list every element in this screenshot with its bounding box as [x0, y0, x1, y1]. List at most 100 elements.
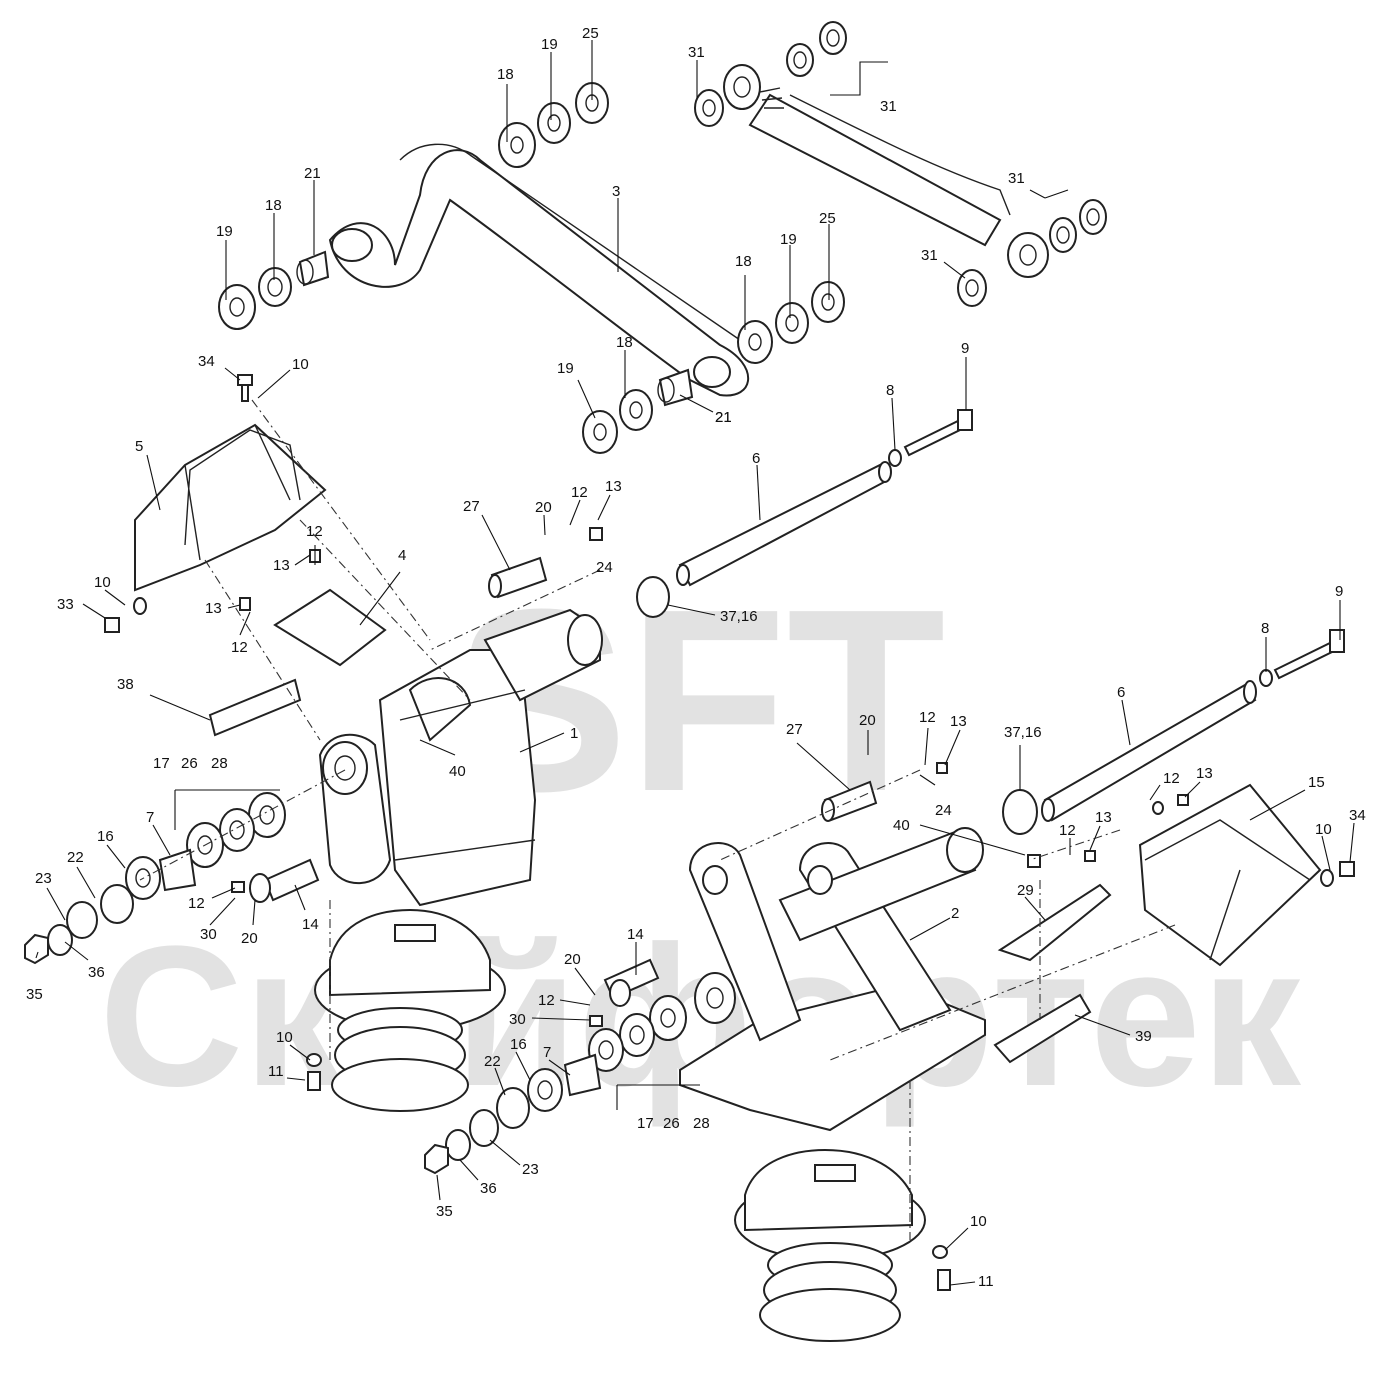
assembly-lines	[139, 399, 1176, 1240]
guard-plate-15	[1138, 783, 1322, 967]
callout-label: 36	[88, 964, 105, 981]
callout-label: 34	[198, 353, 215, 370]
callout-label: 37,16	[720, 608, 758, 625]
boom-arm	[328, 143, 750, 397]
callout-label: 29	[1017, 882, 1034, 899]
callout-label: 7	[146, 809, 154, 826]
mounting-bracket	[208, 588, 387, 737]
callout-label: 20	[241, 930, 258, 947]
bolt-9-right	[1259, 629, 1345, 687]
callout-label: 39	[1135, 1028, 1152, 1045]
washer-group-top-center	[498, 82, 609, 168]
plate-39	[993, 993, 1092, 1064]
callout-label: 12	[919, 709, 936, 726]
washer-group-upper-left	[218, 250, 330, 330]
callout-label: 13	[605, 478, 622, 495]
callout-label: 37,16	[1004, 724, 1042, 741]
callout-label: 18	[497, 66, 514, 83]
callout-label: 27	[786, 721, 803, 738]
callout-label: 15	[1308, 774, 1325, 791]
callout-label: 13	[273, 557, 290, 574]
callout-label: 31	[1008, 170, 1025, 187]
seal-37-16-left	[636, 576, 670, 618]
callout-label: 17	[153, 755, 170, 772]
callout-label: 21	[715, 409, 732, 426]
callout-label: 25	[582, 25, 599, 42]
guard-plate	[134, 423, 327, 592]
leader-lines	[35, 40, 1355, 1286]
callout-label: 38	[117, 676, 134, 693]
bracket-29	[997, 883, 1112, 962]
callout-label: 4	[398, 547, 406, 564]
callout-label: 40	[893, 817, 910, 834]
callout-label: 24	[596, 559, 613, 576]
callout-label: 13	[1095, 809, 1112, 826]
callout-label: 31	[880, 98, 897, 115]
callout-label: 10	[292, 356, 309, 373]
callout-label: 17	[637, 1115, 654, 1132]
right-tilt-housing	[679, 827, 986, 1132]
callout-label: 20	[859, 712, 876, 729]
callout-label: 6	[752, 450, 760, 467]
callout-label: 10	[276, 1029, 293, 1046]
shaft-6-right	[1041, 680, 1257, 822]
callout-label: 10	[94, 574, 111, 591]
callout-label: 18	[265, 197, 282, 214]
callout-label: 12	[306, 523, 323, 540]
callout-label: 23	[35, 870, 52, 887]
pin-27-left	[488, 556, 548, 599]
callout-label: 12	[231, 639, 248, 656]
callout-label: 31	[688, 44, 705, 61]
pin-14-lower	[603, 958, 660, 1007]
callout-label: 26	[181, 755, 198, 772]
callout-label: 14	[302, 916, 319, 933]
washer-group-boom-right	[737, 281, 845, 364]
callout-label: 23	[522, 1161, 539, 1178]
callout-label: 34	[1349, 807, 1366, 824]
callout-label: 9	[1335, 583, 1343, 600]
callout-label: 21	[715, 409, 732, 426]
callout-label: 11	[978, 1273, 994, 1290]
callout-label: 9	[961, 340, 969, 357]
callout-label: 13	[205, 600, 222, 617]
callout-label: 7	[543, 1044, 551, 1061]
callout-label: 16	[97, 828, 114, 845]
callout-label: 36	[480, 1180, 497, 1197]
bearing-stack-lower	[424, 972, 736, 1175]
small-fasteners	[104, 374, 1355, 1291]
callout-label: 19	[541, 36, 558, 53]
callout-label: 3	[612, 183, 620, 200]
callout-label: 22	[67, 849, 84, 866]
callout-label: 19	[780, 231, 797, 248]
seal-37-16-right	[1002, 789, 1038, 835]
callout-label: 12	[188, 895, 205, 912]
rotator-motor-left	[314, 908, 506, 1112]
callout-label: 13	[1196, 765, 1213, 782]
hydraulic-cylinder	[723, 64, 1049, 278]
callout-label: 5	[135, 438, 143, 455]
callout-label: 26	[663, 1115, 680, 1132]
callout-label: 12	[571, 484, 588, 501]
callout-label: 6	[1117, 684, 1125, 701]
callout-label: 24	[935, 802, 952, 819]
callout-label: 19	[216, 223, 233, 240]
callout-label: 12	[1059, 822, 1076, 839]
callout-label: 20	[564, 951, 581, 968]
callout-label: 13	[950, 713, 967, 730]
callout-label: 21	[304, 165, 321, 182]
callout-label: 12	[1163, 770, 1180, 787]
callout-label: 35	[26, 986, 43, 1003]
bolt-9-left	[888, 409, 973, 467]
callout-label: 27	[463, 498, 480, 515]
callout-label: 30	[200, 926, 217, 943]
callout-label: 40	[449, 763, 466, 780]
callout-label: 33	[57, 596, 74, 613]
callout-label: 8	[886, 382, 894, 399]
rotator-motor-right	[734, 1148, 926, 1342]
callout-label: 31	[921, 247, 938, 264]
callout-label: 25	[819, 210, 836, 227]
callout-label: 10	[970, 1213, 987, 1230]
callout-label: 1	[570, 725, 578, 742]
left-tilt-housing	[318, 608, 603, 907]
